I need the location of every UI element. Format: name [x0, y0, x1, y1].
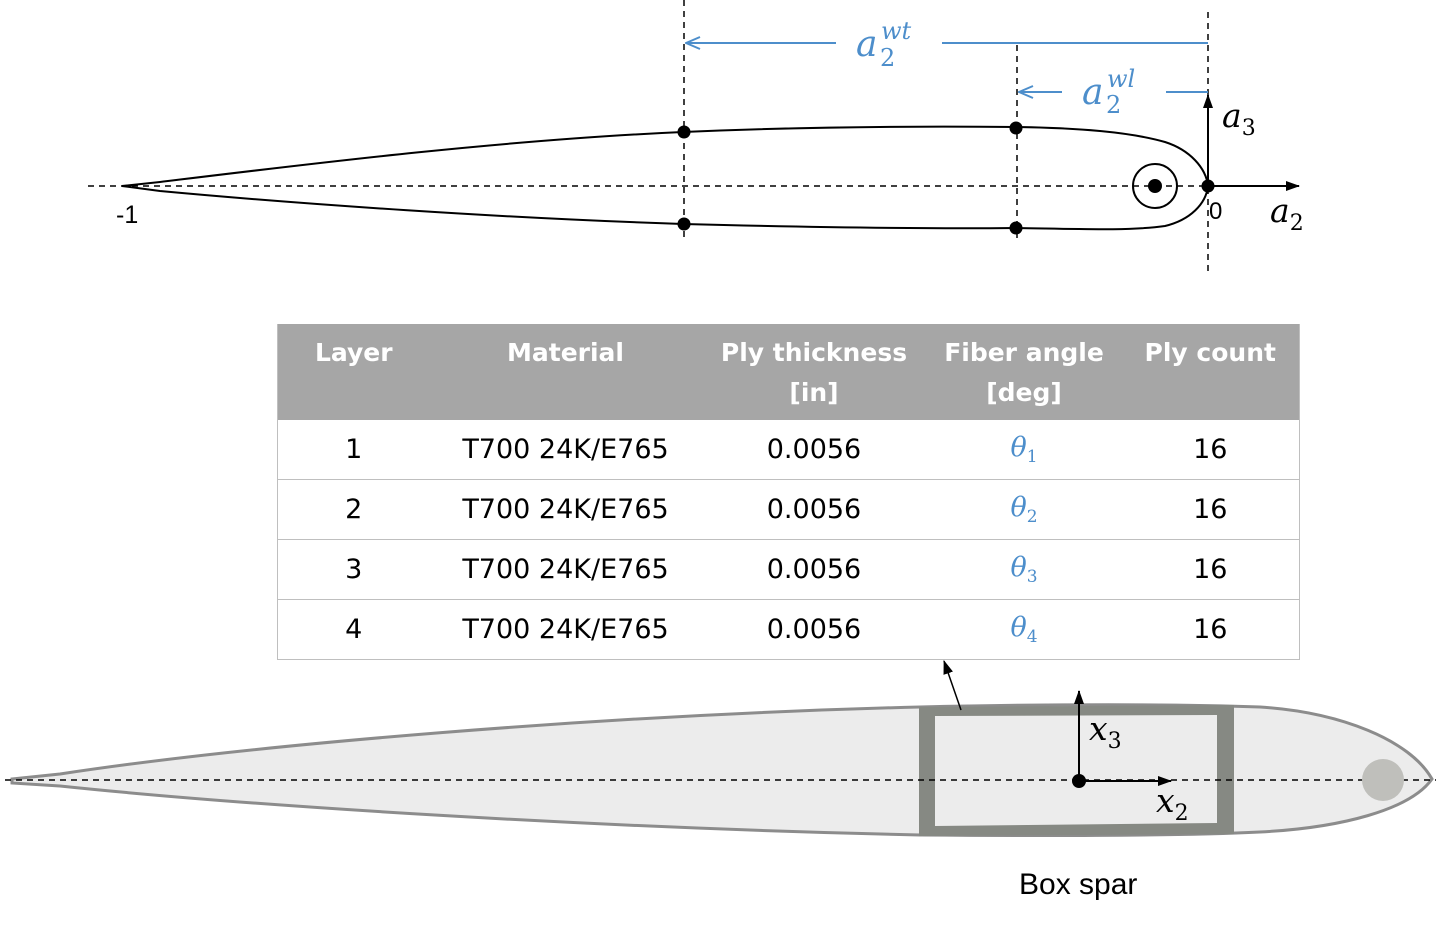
cell-fiber-angle: θ1 [926, 420, 1122, 480]
cell-count: 16 [1121, 599, 1300, 660]
cell-layer: 1 [277, 420, 430, 480]
table-row: 3 T700 24K/E765 0.0056 θ3 16 [277, 539, 1300, 600]
cell-material: T700 24K/E765 [429, 599, 702, 660]
cell-thickness: 0.0056 [701, 420, 927, 480]
table-row: 2 T700 24K/E765 0.0056 θ2 16 [277, 479, 1300, 540]
cell-material: T700 24K/E765 [429, 420, 702, 480]
cell-layer: 4 [277, 599, 430, 660]
nose-mass [1362, 759, 1404, 801]
wt-dimension-label: a wt 2 [856, 17, 916, 72]
cell-thickness: 0.0056 [701, 599, 927, 660]
cell-fiber-angle: θ3 [926, 539, 1122, 600]
cell-count: 16 [1121, 539, 1300, 600]
bottom-airfoil-group: x3 x2 Box spar [5, 660, 1436, 901]
x3-axis-label: x3 [1089, 709, 1122, 754]
top-airfoil-group: -1 0 a2 a3 a wt 2 a wl 2 [88, 0, 1304, 272]
header-ply-thickness: Ply thickness[in] [701, 324, 927, 420]
cell-layer: 2 [277, 479, 430, 540]
header-ply-count: Ply count [1121, 324, 1300, 420]
wt-lower-point [677, 217, 691, 231]
cell-thickness: 0.0056 [701, 539, 927, 600]
airfoil-section [10, 703, 1434, 838]
table-row: 4 T700 24K/E765 0.0056 θ4 16 [277, 599, 1300, 660]
header-layer: Layer [277, 324, 430, 420]
cell-material: T700 24K/E765 [429, 539, 702, 600]
wl-upper-point [1009, 121, 1023, 135]
spar-pointer-arrow [943, 660, 962, 711]
x2-axis-label: x2 [1156, 781, 1189, 826]
airfoil-outline [121, 125, 1210, 231]
header-material: Material [429, 324, 702, 420]
axis-left-label: -1 [116, 201, 138, 229]
cell-count: 16 [1121, 420, 1300, 480]
table-header-row: Layer Material Ply thickness[in] Fiber a… [277, 324, 1300, 420]
cell-fiber-angle: θ2 [926, 479, 1122, 540]
a3-axis-label: a3 [1222, 96, 1256, 141]
spar-origin-point [1072, 774, 1086, 788]
wt-upper-point [677, 125, 691, 139]
header-fiber-angle: Fiber angle[deg] [926, 324, 1122, 420]
mass-center-ring [1132, 163, 1178, 209]
table-row: 1 T700 24K/E765 0.0056 θ1 16 [277, 420, 1300, 480]
a2-axis-label: a2 [1270, 191, 1304, 236]
box-spar-caption: Box spar [1019, 868, 1137, 901]
wl-dimension-label: a wl 2 [1082, 65, 1140, 119]
cell-material: T700 24K/E765 [429, 479, 702, 540]
mass-center-dot [1148, 179, 1162, 193]
axis-origin-label: 0 [1209, 198, 1222, 225]
layup-table: Layer Material Ply thickness[in] Fiber a… [277, 324, 1300, 660]
cell-thickness: 0.0056 [701, 479, 927, 540]
cell-count: 16 [1121, 479, 1300, 540]
cell-layer: 3 [277, 539, 430, 600]
cell-fiber-angle: θ4 [926, 599, 1122, 660]
wl-lower-point [1009, 221, 1023, 235]
